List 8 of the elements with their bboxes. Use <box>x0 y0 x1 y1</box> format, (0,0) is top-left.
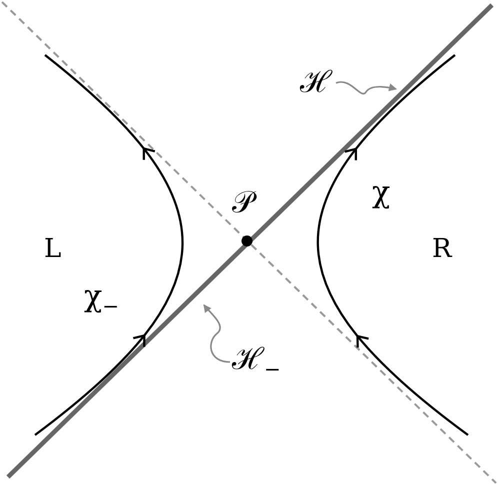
curve-label: ℋ <box>300 68 332 98</box>
leader-line <box>203 304 230 363</box>
curve-label: χ <box>372 178 390 208</box>
leader-line <box>336 81 397 94</box>
region-label: L <box>44 236 62 262</box>
region-label: R <box>432 236 452 262</box>
curve-label: χ$_{−}$ <box>84 282 119 316</box>
curve-label: ℋ$_{−}$ <box>232 345 281 379</box>
